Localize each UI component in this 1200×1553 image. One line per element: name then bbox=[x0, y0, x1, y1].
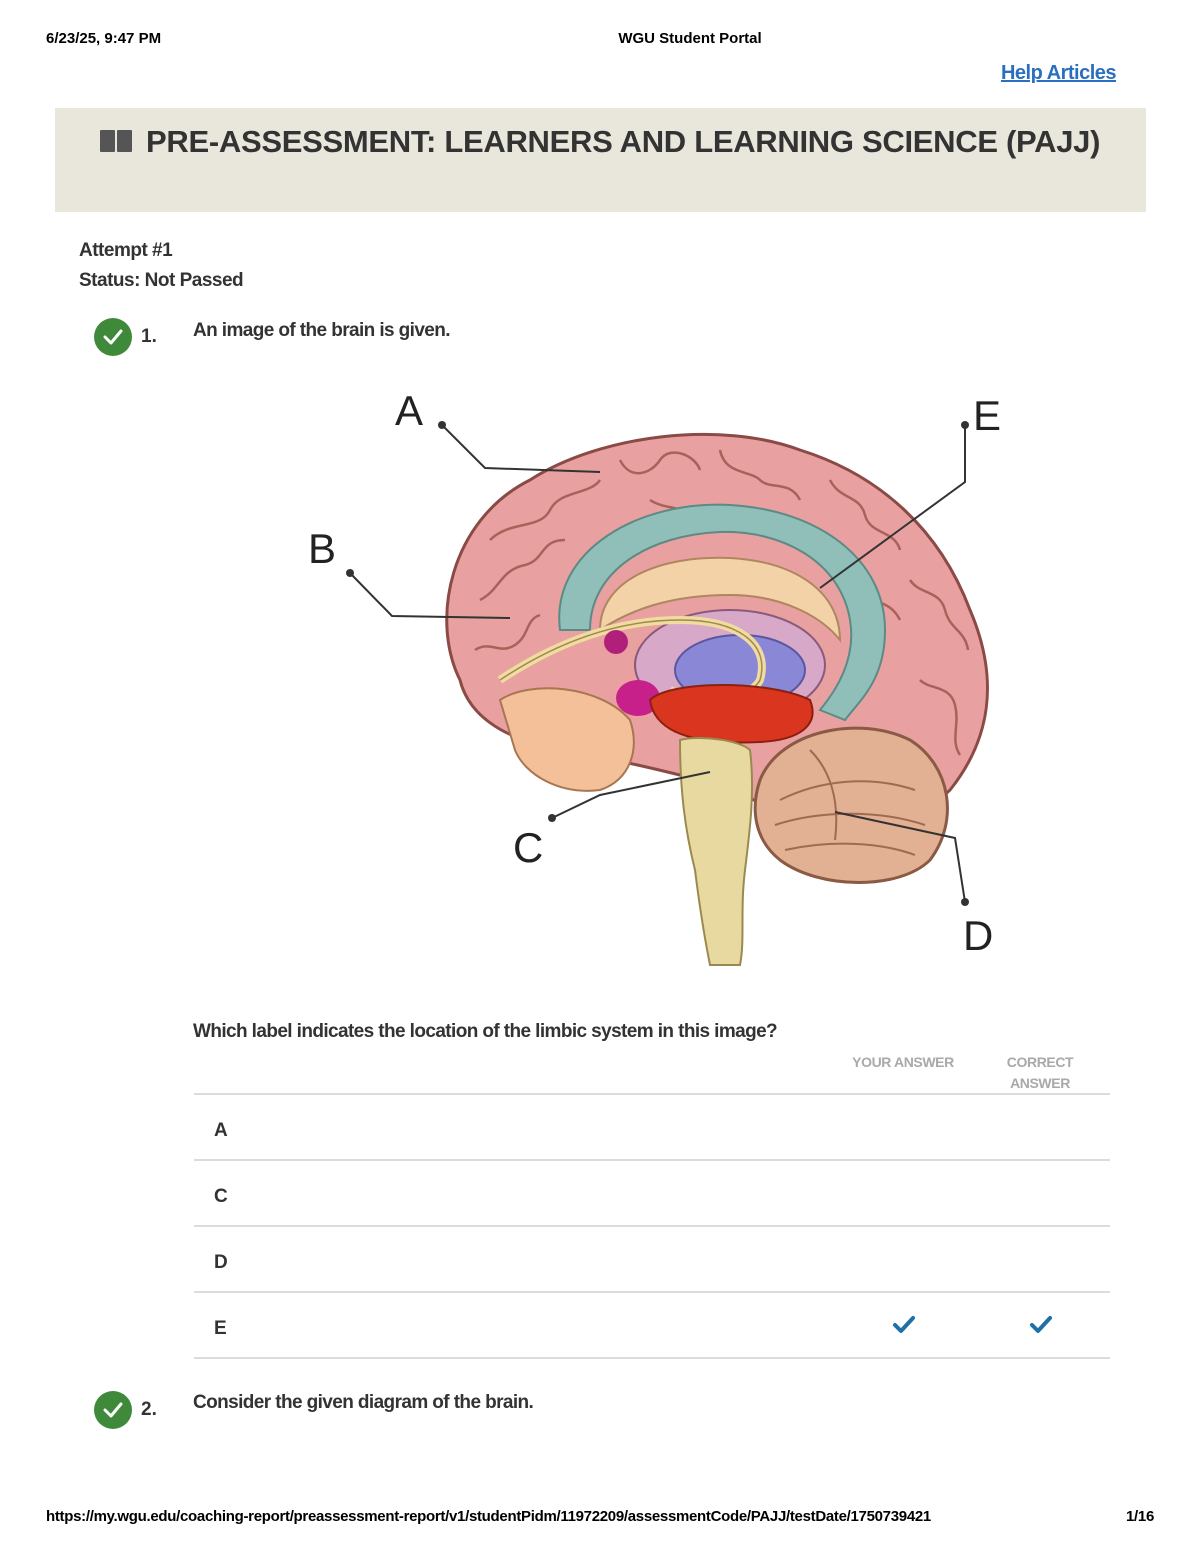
midbrain bbox=[648, 684, 814, 744]
diagram-label-c: C bbox=[513, 824, 543, 871]
brainstem bbox=[678, 737, 754, 966]
question-number: 2. bbox=[141, 1399, 157, 1420]
correct-answer-check-icon bbox=[1030, 1316, 1052, 1333]
check-icon bbox=[103, 329, 123, 345]
correct-badge bbox=[94, 318, 132, 356]
correct-badge bbox=[94, 1391, 132, 1429]
diagram-label-d: D bbox=[963, 912, 993, 959]
print-page-title: WGU Student Portal bbox=[618, 30, 762, 47]
print-page-number: 1/16 bbox=[1126, 1508, 1154, 1525]
print-datetime: 6/23/25, 9:47 PM bbox=[46, 30, 162, 47]
brain-diagram: A B C D E bbox=[308, 387, 1001, 966]
answer-option-label: C bbox=[214, 1186, 228, 1207]
hippocampus bbox=[616, 680, 660, 716]
book-icon bbox=[100, 130, 132, 152]
answer-option-label: E bbox=[214, 1318, 227, 1339]
your-answer-check-icon bbox=[893, 1316, 915, 1333]
diagram-label-e: E bbox=[973, 392, 1001, 439]
question-prompt: An image of the brain is given. bbox=[193, 320, 451, 341]
print-footer-url: https://my.wgu.edu/coaching-report/preas… bbox=[46, 1508, 931, 1525]
help-articles-link[interactable]: Help Articles bbox=[1000, 62, 1117, 84]
answer-table: A C D E bbox=[194, 1093, 1110, 1359]
answer-row: A bbox=[194, 1093, 1110, 1159]
answer-option-label: D bbox=[214, 1252, 228, 1273]
diagram-label-b: B bbox=[308, 525, 336, 572]
temporal-lobe bbox=[498, 687, 635, 792]
amygdala bbox=[604, 630, 628, 654]
your-answer-header: YOUR ANSWER bbox=[852, 1054, 954, 1070]
question-text: Which label indicates the location of th… bbox=[193, 1021, 778, 1042]
limbic-ring bbox=[558, 503, 887, 722]
assessment-banner: PRE-ASSESSMENT: LEARNERS AND LEARNING SC… bbox=[55, 108, 1146, 212]
correct-answer-header: CORRECT ANSWER bbox=[1006, 1054, 1074, 1091]
cerebellum bbox=[753, 726, 949, 884]
answer-row: E bbox=[194, 1291, 1110, 1359]
attempt-info: Attempt #1 Status: Not Passed bbox=[79, 236, 244, 296]
answer-option-label: A bbox=[214, 1120, 228, 1141]
question-prompt: Consider the given diagram of the brain. bbox=[193, 1392, 534, 1413]
attempt-number: Attempt #1 bbox=[79, 240, 173, 261]
answer-row: D bbox=[194, 1225, 1110, 1291]
question-number: 1. bbox=[141, 326, 157, 347]
corpus-callosum bbox=[598, 556, 842, 643]
answer-row: C bbox=[194, 1159, 1110, 1225]
attempt-status: Status: Not Passed bbox=[79, 270, 244, 291]
check-icon bbox=[103, 1402, 123, 1418]
diagram-label-a: A bbox=[395, 387, 423, 434]
assessment-title: PRE-ASSESSMENT: LEARNERS AND LEARNING SC… bbox=[146, 124, 1101, 159]
